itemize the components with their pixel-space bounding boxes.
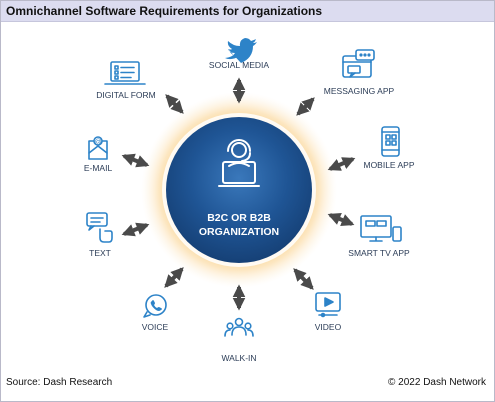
arrow-smart-tv-app (327, 212, 355, 227)
arrow-video (293, 268, 314, 290)
touch-message-icon (86, 212, 113, 243)
title-bar: Omnichannel Software Requirements for Or… (1, 1, 494, 22)
channel-label-walk-in: WALK-IN (221, 353, 256, 363)
bird-icon (225, 38, 257, 63)
channel-label-e-mail: E-MAIL (84, 163, 113, 173)
center-label-line1: B2C OR B2B (207, 212, 271, 224)
channel-label-digital-form: DIGITAL FORM (96, 90, 156, 100)
smartphone-icon (381, 126, 400, 157)
arrow-messaging-app (296, 97, 315, 116)
source-note: Source: Dash Research (6, 377, 113, 388)
arrow-mobile-app (327, 157, 356, 171)
page-title: Omnichannel Software Requirements for Or… (6, 4, 323, 18)
channel-label-smart-tv-app: SMART TV APP (348, 248, 410, 258)
channel-label-mobile-app: MOBILE APP (363, 160, 414, 170)
email-icon: @ (88, 136, 108, 160)
channel-label-voice: VOICE (142, 322, 169, 332)
channel-label-social-media: SOCIAL MEDIA (209, 60, 269, 70)
svg-text:@: @ (94, 139, 101, 146)
tv-icon (360, 215, 402, 242)
center-organization: B2C OR B2B ORGANIZATION (141, 92, 337, 288)
arrow-voice (164, 267, 184, 288)
headset-agent-icon (218, 139, 260, 187)
phone-bubble-icon (143, 294, 167, 318)
channel-label-video: VIDEO (315, 322, 342, 332)
arrow-e-mail (121, 153, 150, 168)
channel-label-messaging-app: MESSAGING APP (324, 86, 395, 96)
video-play-icon (315, 292, 341, 318)
channel-label-text: TEXT (89, 248, 111, 258)
connector-arrows (121, 77, 356, 311)
arrow-text (121, 222, 150, 237)
laptop-form-icon (104, 61, 146, 85)
omnichannel-diagram: B2C OR B2B ORGANIZATION (84, 38, 415, 363)
copyright-note: © 2022 Dash Network (388, 377, 486, 388)
chat-window-icon (342, 49, 375, 78)
center-core (166, 117, 312, 263)
people-icon (224, 317, 254, 337)
arrow-digital-form (165, 94, 184, 114)
center-label-line2: ORGANIZATION (199, 226, 279, 238)
channel-labels: SOCIAL MEDIA MESSAGING APP MOBILE APP SM… (84, 60, 415, 363)
